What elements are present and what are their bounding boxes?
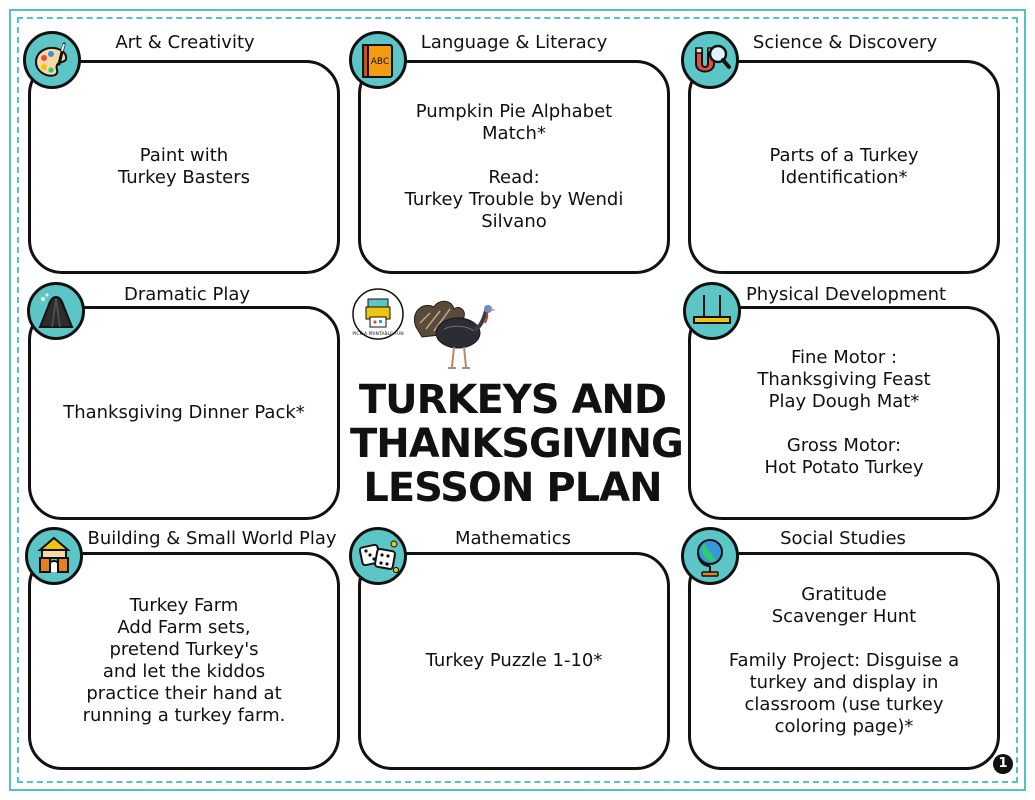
brand-logo: PICK A PRINTABLE FUN [351, 287, 405, 341]
section-line: Gross Motor: [786, 435, 902, 456]
page-title-line: THANKSGIVING [350, 421, 684, 467]
section-card-dramatic: Thanksgiving Dinner Pack* [28, 306, 340, 520]
section-line: running a turkey farm. [82, 705, 286, 726]
outer-border [9, 9, 1026, 791]
section-body: Turkey Puzzle 1-10* [426, 650, 603, 672]
section-line: Scavenger Hunt [771, 606, 917, 627]
section-line: Thanksgiving Dinner Pack* [63, 402, 305, 423]
section-title-building: Building & Small World Play [87, 528, 337, 549]
section-title-mathematics: Mathematics [455, 528, 571, 549]
section-paragraph: Turkey Puzzle 1-10* [426, 650, 603, 672]
section-line: Play Dough Mat* [768, 391, 920, 412]
section-paragraph: Gross Motor:Hot Potato Turkey [757, 435, 930, 479]
dice-icon [349, 527, 407, 585]
section-body: Thanksgiving Dinner Pack* [63, 402, 305, 424]
section-line: and let the kiddos [102, 661, 266, 682]
palette-icon [23, 31, 81, 89]
balance-beam-icon [683, 282, 741, 340]
page-title-line: LESSON PLAN [363, 465, 662, 511]
building-blocks-icon [25, 527, 83, 585]
section-title-science: Science & Discovery [752, 32, 938, 53]
section-paragraph: Thanksgiving Dinner Pack* [63, 402, 305, 424]
page-title: TURKEYS AND THANKSGIVING LESSON PLAN [350, 377, 684, 511]
theater-cape-icon [27, 282, 85, 340]
section-line: Turkey Trouble by Wendi [404, 189, 624, 210]
turkey-image [408, 293, 506, 373]
page-title-line: TURKEYS AND [358, 377, 667, 423]
section-title-language: Language & Literacy [420, 32, 608, 53]
section-line: pretend Turkey's [109, 639, 259, 660]
section-line: Turkey Basters [118, 167, 250, 188]
section-title-dramatic: Dramatic Play [123, 284, 251, 305]
section-line: Pumpkin Pie Alphabet [415, 101, 613, 122]
section-line: Paint with [139, 145, 229, 166]
page-number: 1 [993, 754, 1013, 774]
section-line: turkey and display in [749, 672, 939, 693]
section-line: Gratitude [801, 584, 887, 605]
section-line: Identification* [780, 167, 908, 188]
section-line: Hot Potato Turkey [764, 457, 924, 478]
section-line: Thanksgiving Feast [757, 369, 931, 390]
logo-text: PICK A PRINTABLE FUN [352, 331, 403, 337]
section-line: Silvano [481, 211, 547, 232]
section-line: Turkey Farm [129, 595, 239, 616]
section-line: classroom (use turkey [744, 694, 944, 715]
section-line: Match* [482, 123, 546, 144]
section-line: Turkey Puzzle 1-10* [425, 650, 603, 671]
section-line: Read: [488, 167, 540, 188]
abc-book-icon: ABC [349, 31, 407, 89]
section-line: Parts of a Turkey [769, 145, 919, 166]
section-line: coloring page)* [774, 716, 914, 737]
dashed-border [17, 17, 1018, 783]
section-line: practice their hand at [86, 683, 282, 704]
section-card-mathematics: Turkey Puzzle 1-10* [358, 552, 670, 770]
globe-icon [681, 527, 739, 585]
section-line: Fine Motor : [790, 347, 898, 368]
svg-text:ABC: ABC [371, 57, 389, 67]
section-title-physical: Physical Development [745, 284, 947, 305]
section-line: Add Farm sets, [117, 617, 251, 638]
section-line: Family Project: Disguise a [728, 650, 960, 671]
section-title-social: Social Studies [780, 528, 906, 549]
section-title-art: Art & Creativity [115, 32, 255, 53]
magnet-magnifier-icon [681, 31, 739, 89]
